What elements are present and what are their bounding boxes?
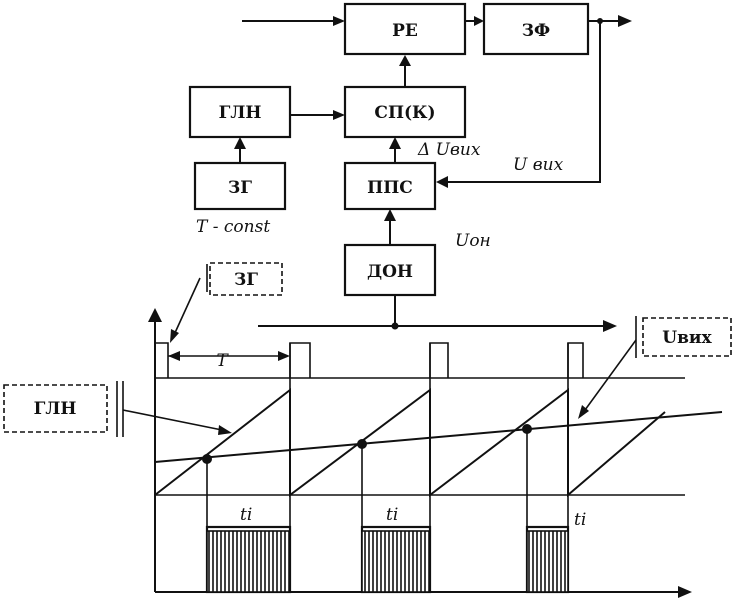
pulse-width-label: ti [240,505,252,525]
don-label: ДОН [367,262,413,282]
delta-u-out-label: Δ Uвих [417,140,481,160]
pulse-width-label: ti [386,505,398,525]
gln-block: ГЛН [188,85,292,139]
pps-block: ППС [343,161,437,211]
zg-callout-label: ЗГ [234,270,258,290]
comparison-line [154,411,723,463]
period-marker: T [168,351,290,371]
gln-label: ГЛН [219,103,262,123]
zf-block: ЗФ [482,2,590,56]
u-out-callout-label: Uвих [662,328,712,348]
output-pulses [205,525,570,594]
block-connections [234,15,632,332]
gln-callout-label: ГЛН [34,399,77,419]
sp-block: СП(К) [343,85,467,139]
sp-label: СП(К) [374,103,435,123]
don-block: ДОН [343,243,437,297]
zg-block: ЗГ [193,161,287,211]
pps-label: ППС [367,178,413,198]
re-block: РЕ [343,2,467,56]
u-out-callout: Uвих [578,316,732,419]
zg-callout: ЗГ [170,262,283,343]
period-label: T [216,351,229,371]
t-const-label: T - const [196,217,270,237]
u-on-label: Uон [455,231,491,251]
u-out-label: U вих [513,155,564,175]
re-label: РЕ [392,21,418,41]
zg-label: ЗГ [228,178,252,198]
gln-callout: ГЛН [3,381,232,437]
zf-label: ЗФ [522,21,550,41]
pulse-width-label: ti [574,510,586,530]
